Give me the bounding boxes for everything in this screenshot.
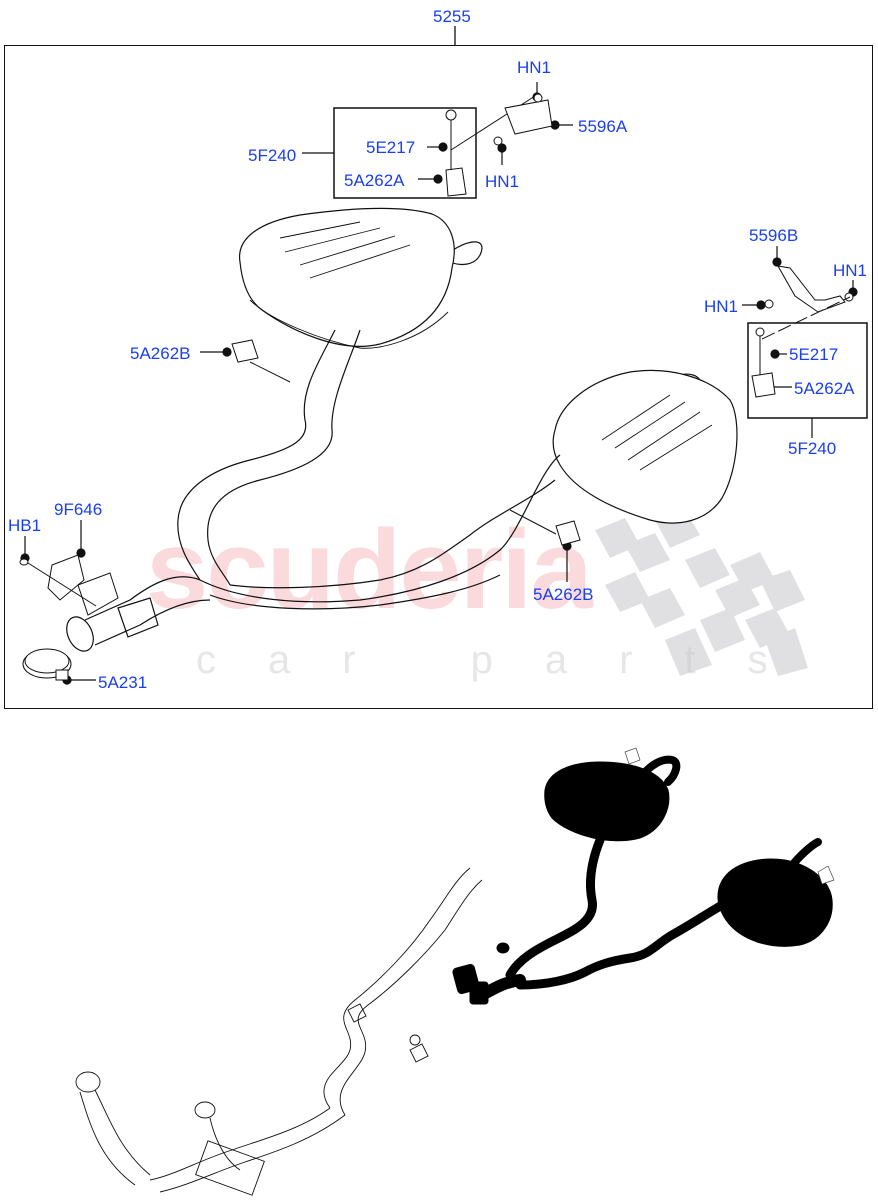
callout-5a262a-right[interactable]: 5A262A [794,379,855,398]
callout-hn1-right-a[interactable]: HN1 [833,261,868,280]
callout-hn1-top-b[interactable]: HN1 [485,172,520,191]
callout-5f240-left[interactable]: 5F240 [248,146,297,165]
exhaust-3d-overview [75,867,483,1196]
left-muffler-outline [239,207,483,349]
callout-5255[interactable]: 5255 [433,7,471,26]
callout-9f646[interactable]: 9F646 [54,500,103,519]
callout-box-right [747,322,868,419]
exploded-view-frame [4,45,873,709]
watermark-checker-icon [595,510,808,676]
callout-hb1[interactable]: HB1 [8,516,42,535]
callout-5596b[interactable]: 5596B [749,226,799,245]
callout-5a262b-left[interactable]: 5A262B [130,344,191,363]
callout-5a262b-right[interactable]: 5A262B [533,585,594,604]
highlighted-rear-section [452,755,833,1005]
callout-hn1-right-b[interactable]: HN1 [704,297,739,316]
callout-5a231[interactable]: 5A231 [98,673,148,692]
callout-5f240-right[interactable]: 5F240 [788,439,837,458]
callout-5596a[interactable]: 5596A [578,117,628,136]
callout-5e217-right[interactable]: 5E217 [789,345,839,364]
callout-hn1-top-a[interactable]: HN1 [517,58,552,77]
callout-5e217-left[interactable]: 5E217 [366,138,416,157]
right-muffler-outline [552,369,738,524]
pipe-outline [66,329,561,652]
callout-5a262a-left[interactable]: 5A262A [344,171,405,190]
